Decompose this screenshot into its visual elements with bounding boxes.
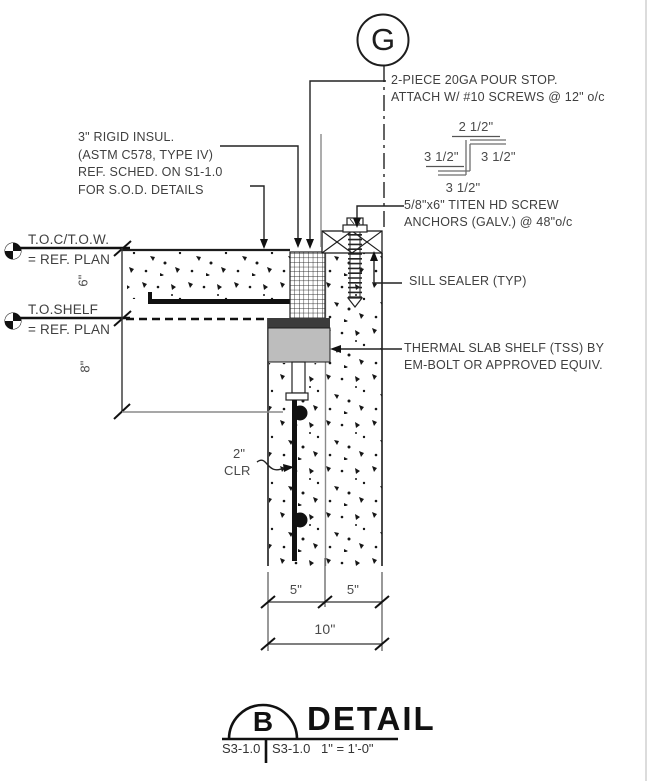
anchor-note-line2: ANCHORS (GALV.) @ 48"o/c [404,215,573,229]
dim-ticks [260,595,390,651]
profile-dim-left: 3 1/2" [424,149,459,164]
rebar-vertical [292,400,297,561]
tss-body [267,327,331,363]
page-edge [645,0,647,781]
profile-dim-right: 3 1/2" [481,149,516,164]
arrow-down-pour-stop [306,239,314,249]
dim-6in: 6" [75,274,91,287]
rebar-section-upper [292,405,308,421]
leader-clr-curve [256,459,285,471]
elev-shelf-value: = REF. PLAN [28,322,111,337]
profile-dim-bottom: 3 1/2" [445,180,481,195]
clr-dim-label: CLR [224,463,251,478]
pour-stop-note-line2: ATTACH W/ #10 SCREWS @ 12" o/c [391,90,605,104]
tss-note-line1: THERMAL SLAB SHELF (TSS) BY [404,341,605,355]
tss-hanger-channel [291,361,306,394]
detail-bubble-letter: B [252,706,274,737]
anchor-washer [342,224,368,233]
elev-shelf-title: T.O.SHELF [28,302,99,317]
leader-sill-sealer [373,258,402,284]
sheet-ref-left: S3-1.0 [222,741,261,756]
leader-arrowheads [260,218,378,472]
dim-10in: 10" [314,621,336,637]
insulation-note-line3: REF. SCHED. ON S1-1.0 [78,165,223,179]
dim-8in: 8" [77,360,93,373]
elev-marker-shelf [4,312,22,330]
insulation-note-line4: FOR S.O.D. DETAILS [78,183,204,197]
arrow-right-clr [283,464,294,472]
detail-scale: 1" = 1'-0" [321,741,374,756]
pour-stop-plate [321,230,383,254]
elevation-markers [4,240,132,330]
rebar-section-lower [292,512,308,528]
pour-stop-profile [426,135,506,176]
dim-5in-right: 5" [346,582,360,597]
leader-anchor [356,205,404,218]
profile-bottom-leg [438,170,470,176]
elev-toc-value: = REF. PLAN [28,252,111,267]
leader-lines [220,80,404,471]
tss-note-line2: EM-BOLT OR APPROVED EQUIV. [404,358,603,372]
profile-vertical-leg [465,140,471,175]
thermal-slab-shelf [267,318,331,401]
insulation-note-line2: (ASTM C578, TYPE IV) [78,148,214,162]
arrow-down-insulation [294,238,302,248]
profile-top-leg [470,139,506,145]
grid-line-g [356,13,410,229]
rebar [292,400,308,561]
detail-title: DETAIL [307,700,436,737]
grid-bubble-circle [356,13,410,67]
elev-marker-toc [4,242,22,260]
rigid-insulation [289,251,326,323]
sheet-ref-right: S3-1.0 [272,741,311,756]
pour-stop-note-line1: 2-PIECE 20GA POUR STOP. [391,73,558,87]
dim-5in-left: 5" [289,582,303,597]
anchor-note-line1: 5/8"x6" TITEN HD SCREW [404,198,559,212]
leader-ref-sched [250,185,265,240]
bottom-dimensions [260,558,390,651]
grid-bubble-label: G [370,22,396,57]
clr-dim-value: 2" [233,446,246,461]
concrete-slab [122,248,290,304]
tss-plate [268,318,330,328]
slab-edge-bar [150,299,290,304]
left-dimension [113,248,283,420]
tss-hanger-plate [285,392,309,401]
leader-insulation [220,145,299,239]
leader-pour-stop [309,80,386,239]
arrow-down-ref-sched [260,239,268,249]
arrow-down-anchor [353,218,361,228]
title-block-graphics [222,703,398,763]
arrow-left-tss [330,345,341,353]
profile-dim-top: 2 1/2" [458,119,494,134]
sill-sealer-note: SILL SEALER (TYP) [409,274,527,288]
insulation-note-line1: 3" RIGID INSUL. [78,130,175,144]
detail-bubble-arc [227,703,299,740]
anchor-tip [346,297,364,308]
elev-toc-title: T.O.C/T.O.W. [28,232,110,247]
arrow-up-sill-sealer [370,251,378,261]
